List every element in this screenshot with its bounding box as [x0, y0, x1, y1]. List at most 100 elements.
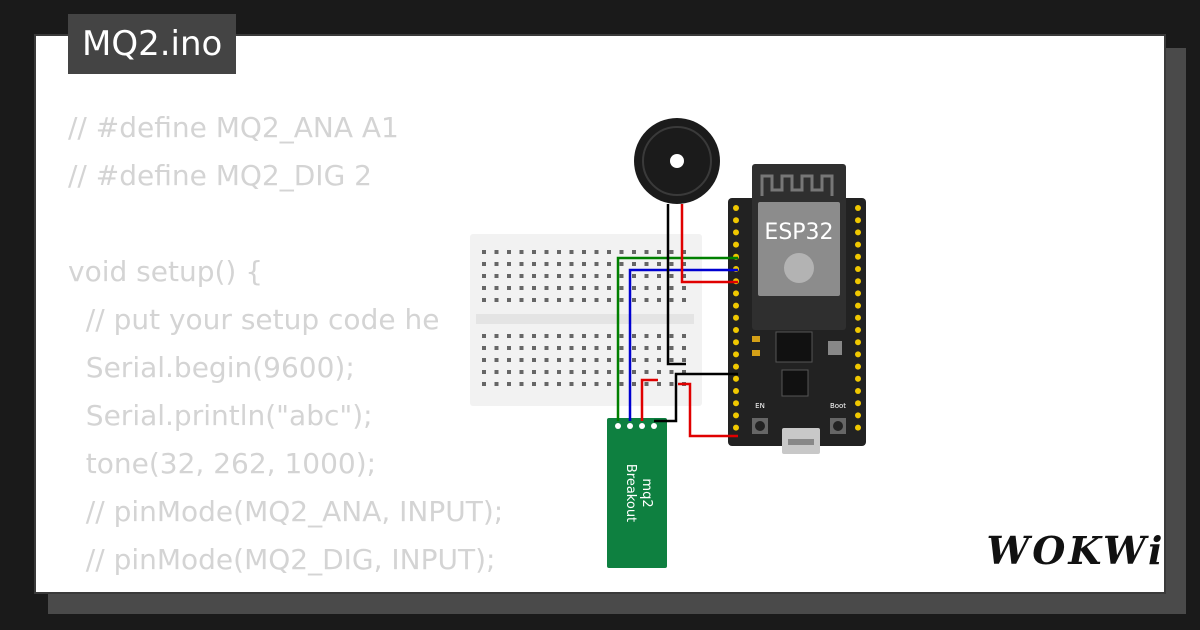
wokwi-logo: WOKWi	[987, 528, 1163, 573]
breadboard-hole	[682, 358, 686, 362]
mq2-sensor[interactable]: mq2 Breakout	[607, 418, 667, 568]
breadboard-hole	[632, 382, 636, 386]
breadboard-hole	[519, 346, 524, 350]
breadboard-hole	[482, 334, 486, 338]
breadboard-hole	[482, 382, 486, 386]
breadboard-hole	[557, 382, 561, 386]
breadboard-hole	[607, 286, 611, 290]
breadboard-hole	[619, 346, 624, 350]
breadboard-hole	[507, 346, 511, 350]
esp32-pin	[855, 375, 861, 382]
code-snippet: // #define MQ2_ANA A1 // #define MQ2_DIG…	[68, 104, 503, 592]
breadboard-hole	[594, 370, 599, 374]
esp32-board[interactable]: ESP32 Boot EN	[728, 164, 866, 454]
breadboard-hole	[669, 250, 674, 254]
breadboard-hole	[682, 262, 686, 266]
esp32-pin	[855, 290, 861, 297]
sensor-label-2: Breakout	[623, 464, 638, 522]
breadboard-hole	[544, 286, 549, 290]
breadboard-hole	[682, 334, 686, 338]
breadboard-hole	[507, 274, 511, 278]
breadboard-hole	[494, 334, 499, 338]
breadboard-hole	[544, 334, 549, 338]
breadboard-hole	[657, 382, 661, 386]
breadboard-hole	[619, 250, 624, 254]
breadboard-hole	[557, 262, 561, 266]
breadboard-hole	[557, 346, 561, 350]
breadboard-hole	[657, 298, 661, 302]
breadboard-hole	[582, 262, 586, 266]
breadboard[interactable]	[470, 234, 702, 406]
esp32-pin	[733, 241, 739, 248]
breadboard-hole	[632, 370, 636, 374]
breadboard-hole	[532, 286, 536, 290]
breadboard-hole	[569, 334, 574, 338]
esp32-pin	[733, 302, 739, 309]
breadboard-hole	[482, 274, 486, 278]
esp32-pin	[855, 388, 861, 394]
breadboard-hole	[507, 262, 511, 266]
breadboard-hole	[657, 334, 661, 338]
breadboard-hole	[557, 334, 561, 338]
breadboard-hole	[682, 370, 686, 374]
esp32-pin	[855, 205, 861, 211]
breadboard-hole	[569, 358, 574, 362]
esp32-pin	[733, 424, 739, 431]
breadboard-hole	[494, 250, 499, 254]
breadboard-hole	[619, 382, 624, 386]
breadboard-hole	[507, 286, 511, 290]
breadboard-hole	[557, 250, 561, 254]
wire-black-buzzer	[666, 204, 686, 366]
breadboard-hole	[557, 286, 561, 290]
esp32-pin	[855, 217, 861, 224]
breadboard-hole	[644, 334, 649, 338]
breadboard-hole	[482, 298, 486, 302]
code-line: Serial.println("abc");	[68, 399, 373, 432]
wire-red-sensor	[640, 378, 658, 421]
esp32-pin	[855, 241, 861, 248]
esp32-pin	[733, 339, 739, 346]
breadboard-hole	[632, 262, 636, 266]
breadboard-hole	[569, 298, 574, 302]
esp32-pin	[733, 205, 739, 211]
breadboard-hole	[557, 298, 561, 302]
breadboard-hole	[507, 358, 511, 362]
breadboard-hole	[532, 334, 536, 338]
wire-red-sensor-2	[678, 382, 738, 438]
code-line: void setup() {	[68, 255, 264, 288]
breadboard-hole	[482, 262, 486, 266]
code-line: // pinMode(MQ2_DIG, INPUT);	[68, 543, 496, 576]
breadboard-hole	[657, 358, 661, 362]
breadboard-hole	[519, 358, 524, 362]
breadboard-hole	[544, 262, 549, 266]
breadboard-hole	[582, 370, 586, 374]
breadboard-hole	[682, 346, 686, 350]
breadboard-hole	[482, 346, 486, 350]
breadboard-hole	[494, 262, 499, 266]
breadboard-hole	[669, 370, 674, 374]
breadboard-hole	[682, 274, 686, 278]
breadboard-hole	[644, 346, 649, 350]
breadboard-hole	[569, 262, 574, 266]
breadboard-hole	[519, 274, 524, 278]
breadboard-hole	[619, 286, 624, 290]
en-label: EN	[755, 402, 765, 410]
breadboard-hole	[657, 346, 661, 350]
breadboard-hole	[582, 250, 586, 254]
breadboard-hole	[644, 262, 649, 266]
breadboard-hole	[532, 382, 536, 386]
esp32-pin	[855, 424, 861, 431]
breadboard-hole	[532, 346, 536, 350]
breadboard-hole	[619, 274, 624, 278]
breadboard-hole	[632, 250, 636, 254]
breadboard-hole	[644, 358, 649, 362]
esp32-pin	[733, 217, 739, 224]
breadboard-hole	[607, 346, 611, 350]
esp32-pin	[733, 388, 739, 394]
breadboard-hole	[569, 286, 574, 290]
esp32-pin	[733, 351, 739, 358]
buzzer[interactable]	[634, 118, 720, 204]
breadboard-hole	[482, 358, 486, 362]
breadboard-hole	[669, 346, 674, 350]
code-line: // put your setup code he	[68, 303, 440, 336]
